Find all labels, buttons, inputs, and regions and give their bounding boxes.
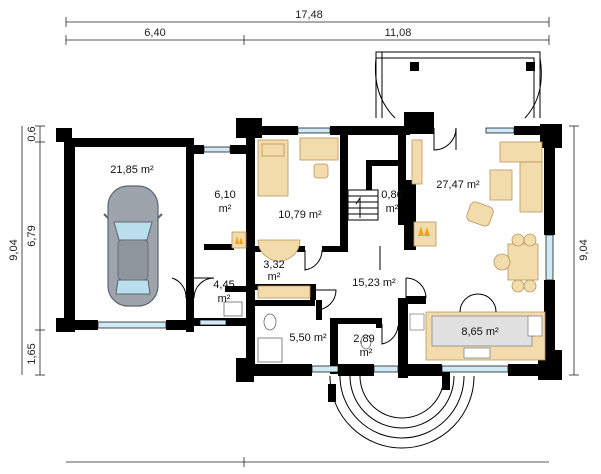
room-label-garage: 21,85 m² xyxy=(110,164,154,176)
dimension-left-total: 9,04 xyxy=(8,239,20,260)
car xyxy=(103,185,163,307)
room-label-living: 27,47 m² xyxy=(436,179,480,191)
living-furniture xyxy=(411,139,543,293)
room-label-hall: 15,23 m² xyxy=(352,277,396,289)
entrance-steps xyxy=(328,372,475,449)
stairs xyxy=(347,189,379,221)
dimension-top-right: 11,08 xyxy=(385,27,412,39)
dimension-top-left: 6,40 xyxy=(144,27,165,39)
dimension-top-total: 17,48 xyxy=(295,9,323,21)
room-label-kitchen: 8,65 m² xyxy=(461,326,499,338)
bedroom-furniture xyxy=(257,137,339,262)
dimension-left-mid: 6,79 xyxy=(26,225,38,246)
dimension-left-top: 0,6 xyxy=(26,126,38,141)
terrace-pergola xyxy=(374,51,542,119)
fireplace-icon xyxy=(418,226,430,236)
boiler xyxy=(231,231,247,249)
dimension-right-total: 9,04 xyxy=(578,239,590,260)
bathroom-fixtures xyxy=(223,285,372,363)
dimension-left-bottom: 1,65 xyxy=(26,343,38,364)
room-label-bedroom: 10,79 m² xyxy=(278,209,322,221)
kitchen-furniture xyxy=(409,293,546,361)
room-label-bathroom: 5,50 m² xyxy=(289,332,327,344)
doors xyxy=(171,127,457,345)
dimension-lines xyxy=(21,17,579,467)
windows xyxy=(97,127,554,373)
